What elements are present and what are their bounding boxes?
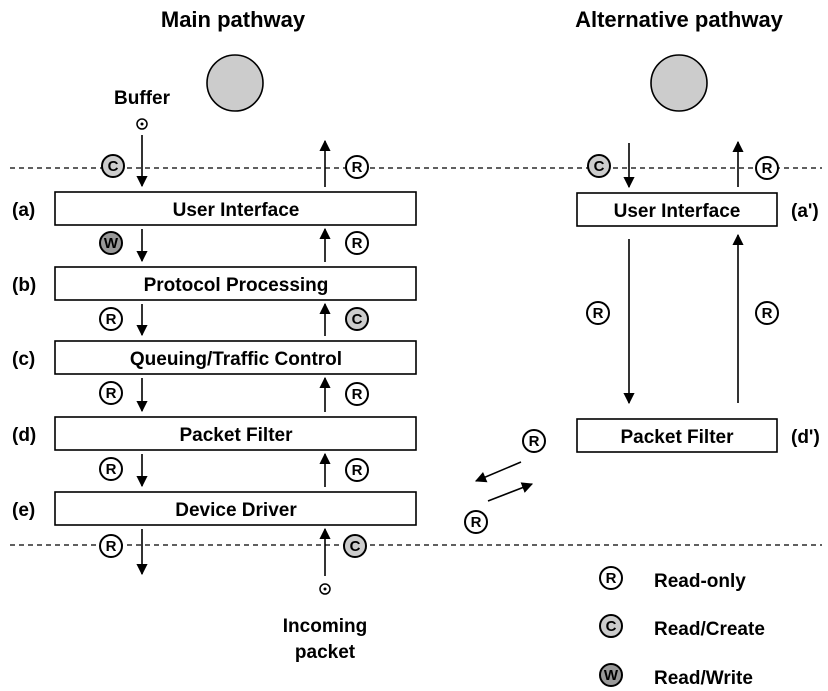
layer-tag: (b) (12, 275, 36, 296)
read-create-badge: C (587, 154, 611, 178)
legend-item-read-write: W Read/Write (599, 663, 753, 689)
svg-text:R: R (352, 235, 363, 252)
layer-box (54, 340, 417, 375)
layer-packet-filter: (d) Packet Filter (12, 416, 417, 451)
layer-name: Packet Filter (180, 425, 294, 446)
layer-box (54, 266, 417, 301)
legend-label: Read-only (654, 571, 746, 592)
svg-text:R: R (106, 538, 117, 555)
read-only-badge: R (586, 301, 610, 325)
read-only-badge: R (464, 510, 488, 534)
read-only-badge: R (345, 382, 369, 406)
read-only-badge: R (755, 301, 779, 325)
read-create-badge: C (343, 534, 367, 558)
layer-protocol-processing: (b) Protocol Processing (12, 266, 417, 301)
right-arrow (487, 482, 534, 502)
svg-text:R: R (352, 462, 363, 479)
legend-label: Read/Create (654, 619, 765, 640)
layer-tag: (d) (12, 425, 36, 446)
read-only-badge: R (99, 457, 123, 481)
layer-box (576, 192, 778, 227)
main-pathway-title: Main pathway (161, 7, 306, 32)
buffer-label: Buffer (114, 88, 171, 109)
svg-text:W: W (604, 667, 619, 684)
layer-name: Queuing/Traffic Control (130, 349, 342, 370)
legend-label: Read/Write (654, 668, 753, 689)
svg-text:R: R (593, 305, 604, 322)
svg-text:R: R (471, 514, 482, 531)
read-only-badge: R (755, 156, 779, 180)
svg-text:R: R (352, 386, 363, 403)
svg-text:C: C (350, 538, 361, 555)
read-only-badge: R (522, 429, 546, 453)
svg-text:R: R (106, 385, 117, 402)
main-process-circle (206, 54, 264, 112)
svg-text:C: C (594, 158, 605, 175)
layer-tag: (d') (791, 427, 820, 448)
alt-layer-packet-filter: Packet Filter (d') (576, 418, 820, 453)
layer-tag: (c) (12, 349, 35, 370)
svg-text:W: W (104, 235, 119, 252)
svg-text:C: C (606, 618, 617, 635)
layer-tag: (a') (791, 201, 819, 222)
incoming-packet-label-line1: Incoming (283, 616, 367, 637)
svg-text:C: C (352, 311, 363, 328)
layer-device-driver: (e) Device Driver (12, 491, 417, 526)
layer-name: Device Driver (175, 500, 297, 521)
layer-name: User Interface (614, 201, 741, 222)
svg-text:R: R (106, 311, 117, 328)
svg-text:R: R (106, 461, 117, 478)
buffer-dot-icon (136, 118, 148, 130)
legend-item-read-only: R Read-only (599, 566, 746, 592)
layer-box (54, 491, 417, 526)
read-only-badge: R (99, 381, 123, 405)
layer-queuing-traffic-control: (c) Queuing/Traffic Control (12, 340, 417, 375)
layer-box (576, 418, 778, 453)
layer-tag: (e) (12, 500, 35, 521)
alt-process-circle (650, 54, 708, 112)
alt-layer-user-interface: User Interface (a') (576, 192, 819, 227)
svg-text:R: R (762, 160, 773, 177)
read-only-badge: R (99, 307, 123, 331)
layer-box (54, 416, 417, 451)
svg-text:R: R (606, 570, 617, 587)
alternative-pathway-title: Alternative pathway (575, 7, 784, 32)
incoming-packet-label-line2: packet (295, 642, 356, 663)
read-only-badge: R (345, 458, 369, 482)
layer-name: Protocol Processing (144, 275, 329, 296)
layer-name: User Interface (173, 200, 300, 221)
svg-text:R: R (352, 159, 363, 176)
incoming-packet-dot-icon (319, 583, 331, 595)
layer-tag: (a) (12, 200, 35, 221)
read-only-badge: R (99, 534, 123, 558)
read-only-badge: R (345, 231, 369, 255)
layer-name: Packet Filter (621, 427, 735, 448)
left-arrow (474, 461, 522, 483)
legend-item-read-create: C Read/Create (599, 614, 765, 640)
layer-box (54, 191, 417, 226)
read-write-badge: W (99, 231, 123, 255)
read-only-badge: R (345, 155, 369, 179)
read-create-badge: C (345, 307, 369, 331)
svg-text:R: R (529, 433, 540, 450)
svg-text:R: R (762, 305, 773, 322)
svg-text:C: C (108, 158, 119, 175)
layer-user-interface: (a) User Interface (12, 191, 417, 226)
legend: R Read-only C Read/Create W Read/Write (599, 566, 765, 689)
read-create-badge: C (101, 154, 125, 178)
